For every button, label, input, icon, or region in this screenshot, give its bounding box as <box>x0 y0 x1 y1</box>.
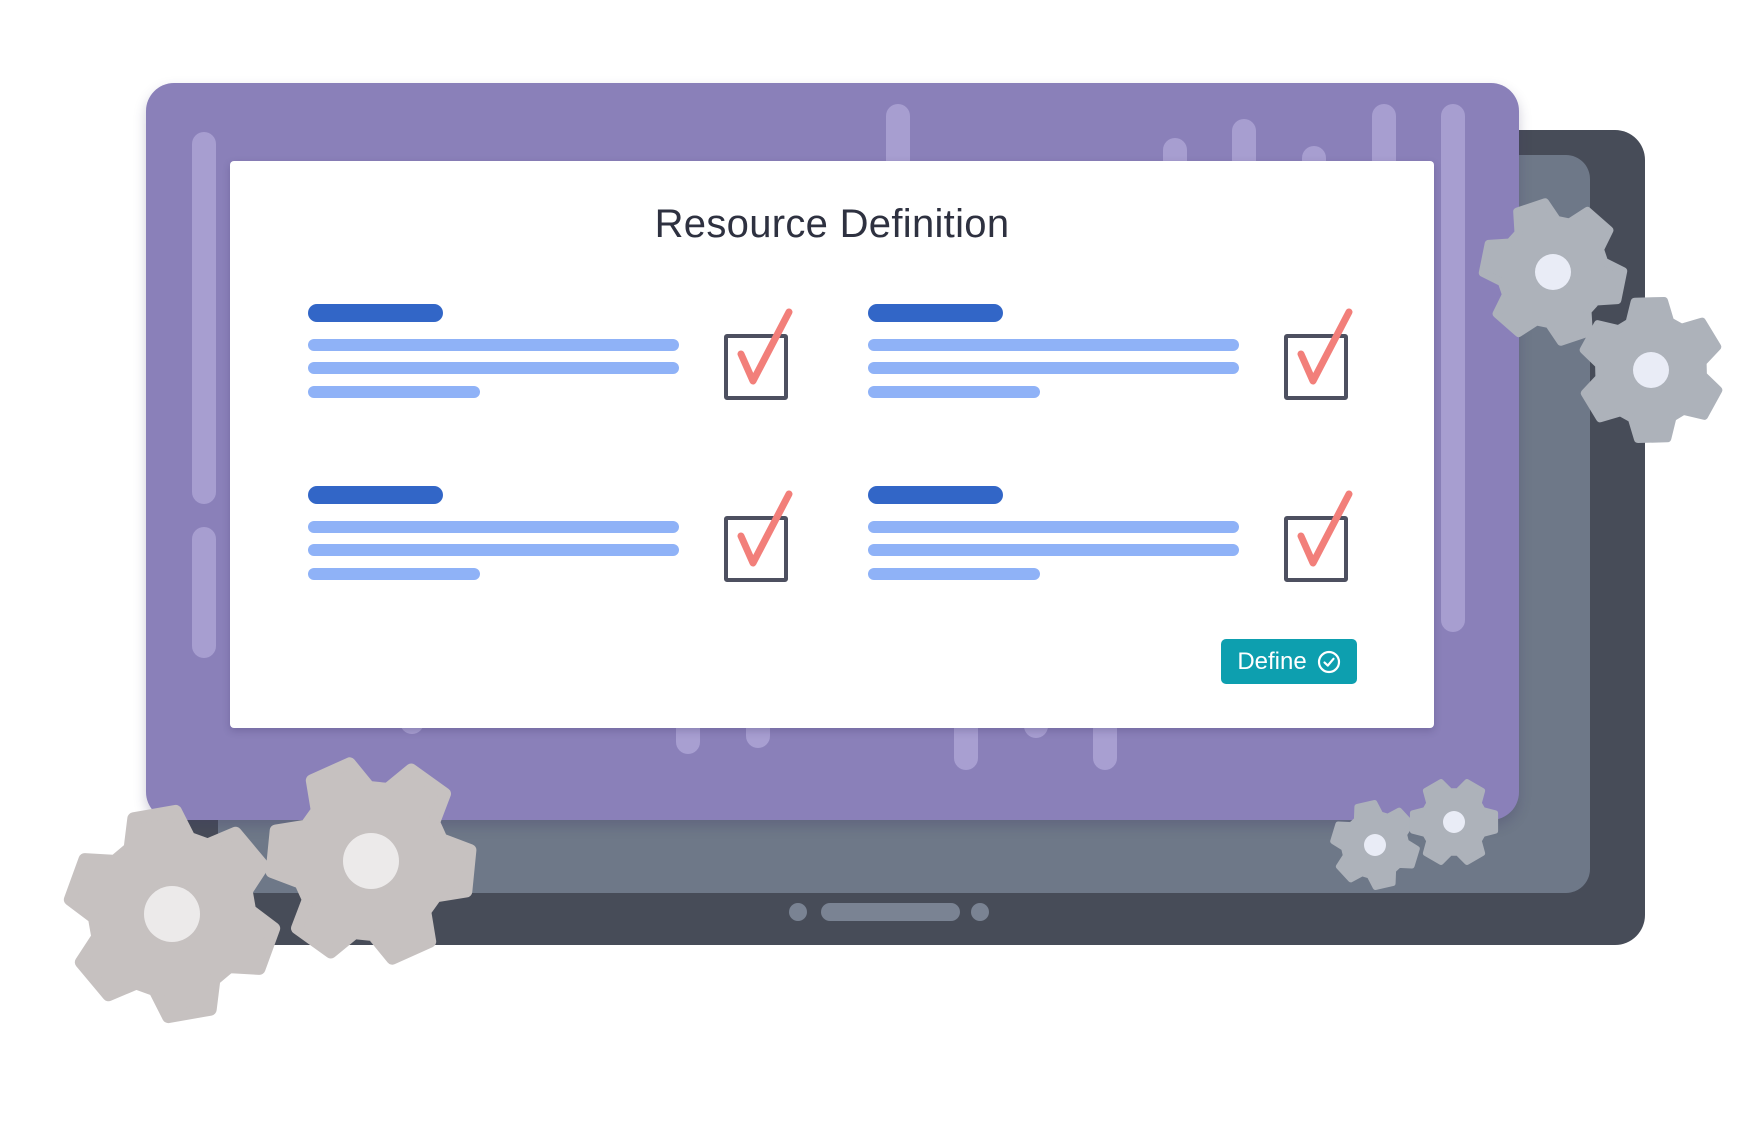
item-text-line <box>308 386 480 398</box>
checkbox-item-2[interactable] <box>1284 334 1348 400</box>
item-heading-line <box>868 486 1003 504</box>
check-circle-icon <box>1317 650 1340 673</box>
item-text-line <box>868 568 1040 580</box>
page-title: Resource Definition <box>654 202 1010 246</box>
item-text-line <box>868 362 1239 374</box>
gear-icon <box>1579 297 1723 443</box>
decor-bar <box>192 527 216 658</box>
gear-icon <box>265 757 477 965</box>
define-button[interactable]: Define <box>1221 639 1357 684</box>
checkmark-icon <box>737 490 793 567</box>
checkmark-icon <box>1297 490 1353 567</box>
decor-bar <box>192 132 216 504</box>
dock-dot-right <box>971 903 989 921</box>
dock-dot-left <box>789 903 807 921</box>
checkmark-icon <box>1297 308 1353 385</box>
item-text-line <box>308 544 679 556</box>
dock-bar <box>821 903 960 921</box>
checkbox-item-1[interactable] <box>724 334 788 400</box>
item-text-line <box>308 568 480 580</box>
item-text-line <box>868 521 1239 533</box>
checkbox-item-4[interactable] <box>1284 516 1348 582</box>
gear-icon <box>63 804 281 1024</box>
item-text-line <box>868 386 1040 398</box>
item-heading-line <box>868 304 1003 322</box>
item-text-line <box>308 362 679 374</box>
checkmark-icon <box>737 308 793 385</box>
item-heading-line <box>308 486 443 504</box>
gear-icon <box>1330 800 1420 890</box>
decor-bar <box>1441 104 1465 632</box>
checkbox-item-3[interactable] <box>724 516 788 582</box>
item-text-line <box>868 544 1239 556</box>
resource-card <box>230 161 1434 728</box>
gear-icon <box>1409 779 1499 865</box>
item-text-line <box>308 339 679 351</box>
item-heading-line <box>308 304 443 322</box>
item-text-line <box>868 339 1239 351</box>
gear-icon <box>1478 198 1628 346</box>
define-button-label: Define <box>1237 647 1307 675</box>
item-text-line <box>308 521 679 533</box>
